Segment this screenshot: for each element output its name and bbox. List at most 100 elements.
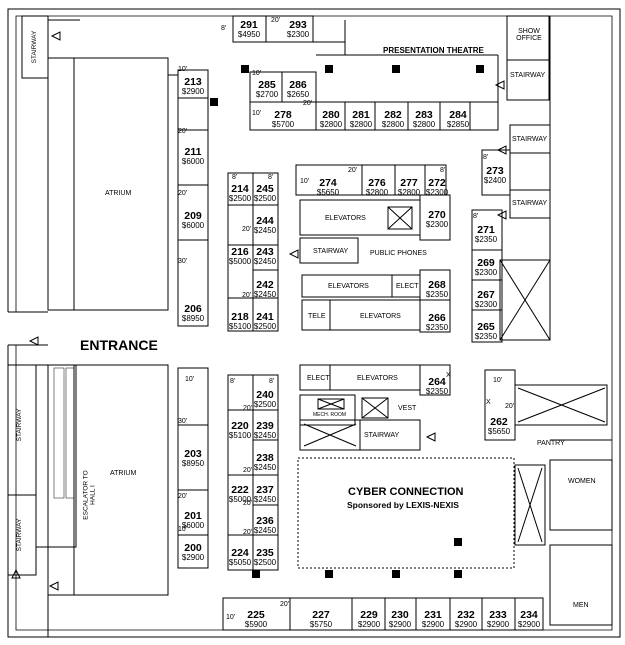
booth-price: $2900 <box>181 86 205 96</box>
mech-room-label: MECH. ROOM <box>313 412 347 418</box>
booth-price: $5000 <box>228 256 252 266</box>
booth-266[interactable]: 266$2350 <box>417 313 457 332</box>
booth-number: 271 <box>477 224 495 236</box>
stairway-bottom-left-label: STAIRWAY <box>15 518 23 552</box>
booth-293[interactable]: 293$2300 <box>278 20 318 39</box>
booth-price: $5650 <box>316 187 340 197</box>
booth-229[interactable]: 229$2900 <box>349 610 389 629</box>
booth-number: 222 <box>231 484 249 496</box>
booth-264[interactable]: 264$2350 <box>417 377 457 396</box>
booth-218[interactable]: 218$5100 <box>220 312 260 331</box>
booth-price: $8950 <box>181 313 205 323</box>
booth-price: $5000 <box>228 494 252 504</box>
booth-number: 268 <box>428 279 446 291</box>
booth-number: 213 <box>184 76 202 88</box>
stairway-right-3-label: STAIRWAY <box>512 200 548 207</box>
booth-280[interactable]: 280$2800 <box>311 110 351 129</box>
booth-211[interactable]: 211$6000 <box>173 147 213 166</box>
booth-274[interactable]: 274$5650 <box>308 178 348 197</box>
dimension-label: 8' <box>440 167 446 174</box>
booth-price: $2450 <box>253 525 277 535</box>
booth-number: 277 <box>400 177 418 189</box>
booth-price: $5100 <box>228 430 252 440</box>
booth-234[interactable]: 234$2900 <box>509 610 549 629</box>
booth-285[interactable]: 285$2700 <box>247 80 287 99</box>
tele-label: TELE <box>308 313 326 320</box>
stairway-top-left-label: STAIRWAY <box>30 30 38 64</box>
booth-number: 278 <box>274 109 292 121</box>
booth-242[interactable]: 242$2450 <box>245 280 285 299</box>
booth-price: $2900 <box>486 619 510 629</box>
booth-230[interactable]: 230$2900 <box>380 610 420 629</box>
booth-244[interactable]: 244$2450 <box>245 216 285 235</box>
dimension-label: 8' <box>230 378 236 385</box>
booth-227[interactable]: 227$5750 <box>301 610 341 629</box>
booth-price: $2900 <box>517 619 541 629</box>
booth-272[interactable]: 272$2300 <box>417 178 457 197</box>
atrium-bottom-label: ATRIUM <box>110 470 137 477</box>
booth-224[interactable]: 224$5050 <box>220 548 260 567</box>
booth-number: 273 <box>486 165 504 177</box>
elect-lower-label: ELECT <box>307 375 330 382</box>
booth-237[interactable]: 237$2450 <box>245 485 285 504</box>
booth-213[interactable]: 213$2900 <box>173 77 213 96</box>
booth-225[interactable]: 225$5900 <box>236 610 276 629</box>
booth-270[interactable]: 270$2300 <box>417 210 457 229</box>
booth-262[interactable]: 262$5650 <box>479 417 519 436</box>
booth-price: $5100 <box>228 321 252 331</box>
booth-238[interactable]: 238$2450 <box>245 453 285 472</box>
booth-number: 209 <box>184 210 202 222</box>
booth-243[interactable]: 243$2450 <box>245 247 285 266</box>
booth-216[interactable]: 216$5000 <box>220 247 260 266</box>
booth-222[interactable]: 222$5000 <box>220 485 260 504</box>
booth-284[interactable]: 284$2850 <box>438 110 478 129</box>
dimension-label: 20' <box>243 405 253 412</box>
booth-286[interactable]: 286$2650 <box>278 80 318 99</box>
booth-price: $2800 <box>397 187 421 197</box>
booth-price: $2900 <box>388 619 412 629</box>
booth-235[interactable]: 235$2500 <box>245 548 285 567</box>
booth-239[interactable]: 239$2450 <box>245 421 285 440</box>
booth-269[interactable]: 269$2300 <box>466 258 506 277</box>
booth-203[interactable]: 203$8950 <box>173 449 213 468</box>
booth-220[interactable]: 220$5100 <box>220 421 260 440</box>
booth-282[interactable]: 282$2800 <box>373 110 413 129</box>
booth-273[interactable]: 273$2400 <box>475 166 515 185</box>
booth-231[interactable]: 231$2900 <box>413 610 453 629</box>
booth-245[interactable]: 245$2500 <box>245 184 285 203</box>
booth-271[interactable]: 271$2350 <box>466 225 506 244</box>
elevators-lower-label: ELEVATORS <box>360 313 401 320</box>
booth-276[interactable]: 276$2800 <box>357 178 397 197</box>
booth-206[interactable]: 206$8950 <box>173 304 213 323</box>
booth-267[interactable]: 267$2300 <box>466 290 506 309</box>
booth-283[interactable]: 283$2800 <box>404 110 444 129</box>
booth-price: $2450 <box>253 225 277 235</box>
booth-price: $2300 <box>474 299 498 309</box>
dimension-label: 10' <box>178 526 188 533</box>
booth-233[interactable]: 233$2900 <box>478 610 518 629</box>
booth-240[interactable]: 240$2500 <box>245 390 285 409</box>
dimension-label: 30' <box>178 418 188 425</box>
booth-214[interactable]: 214$2500 <box>220 184 260 203</box>
booth-201[interactable]: 201$6000 <box>173 511 213 530</box>
booth-209[interactable]: 209$6000 <box>173 211 213 230</box>
booth-268[interactable]: 268$2350 <box>417 280 457 299</box>
booth-number: 214 <box>231 183 249 195</box>
booth-price: $2800 <box>319 119 343 129</box>
booth-277[interactable]: 277$2800 <box>389 178 429 197</box>
booth-200[interactable]: 200$2900 <box>173 543 213 562</box>
booth-number: 293 <box>289 19 307 31</box>
booth-265[interactable]: 265$2350 <box>466 322 506 341</box>
booth-236[interactable]: 236$2450 <box>245 516 285 535</box>
booth-281[interactable]: 281$2800 <box>341 110 381 129</box>
booth-number: 237 <box>256 484 274 496</box>
booth-232[interactable]: 232$2900 <box>446 610 486 629</box>
booth-278[interactable]: 278$5700 <box>263 110 303 129</box>
booth-number: 283 <box>415 109 433 121</box>
booth-291[interactable]: 291$4950 <box>229 20 269 39</box>
booth-price: $2900 <box>357 619 381 629</box>
booth-number: 274 <box>319 177 337 189</box>
booth-number: 286 <box>289 79 307 91</box>
booth-241[interactable]: 241$2500 <box>245 312 285 331</box>
dimension-label: 20' <box>242 226 252 233</box>
